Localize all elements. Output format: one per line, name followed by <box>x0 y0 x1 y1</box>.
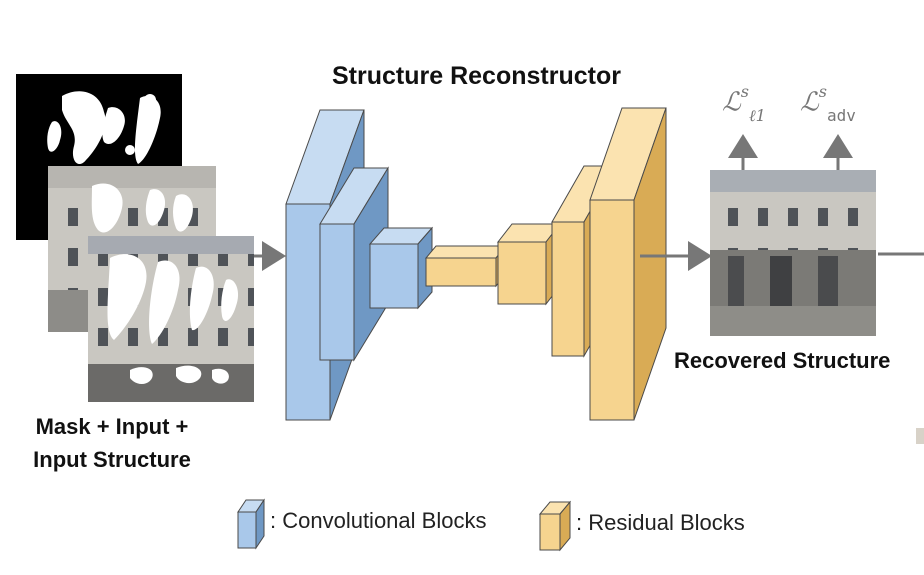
loss-l1-symbol: ℒ <box>722 87 741 118</box>
loss-adv-sup: s <box>818 82 827 101</box>
legend-conv-icon <box>237 498 265 550</box>
diagram-title: Structure Reconstructor <box>332 62 621 90</box>
conv-block-3 <box>368 226 434 310</box>
loss-adv-label: ℒs adv <box>800 82 856 125</box>
input-label-line-1: Mask + Input + <box>35 414 189 439</box>
legend-res-icon <box>538 500 572 552</box>
res-block-1 <box>424 244 508 288</box>
input-label: Mask + Input + Input Structure <box>12 410 212 476</box>
recovered-structure-image <box>710 170 876 336</box>
loss-l1-sub: ℓ1 <box>748 105 766 125</box>
loss-adv-symbol: ℒ <box>800 87 819 118</box>
legend-conv-label: : Convolutional Blocks <box>270 508 487 533</box>
masked-input-image <box>88 236 254 402</box>
loss-l1-sup: s <box>740 82 749 101</box>
legend-res-label: : Residual Blocks <box>576 510 745 535</box>
input-label-line-2: Input Structure <box>33 447 191 472</box>
output-label: Recovered Structure <box>674 348 891 373</box>
res-block-4 <box>589 107 667 421</box>
continuation-fragment <box>916 428 924 444</box>
loss-l1-label: ℒs ℓ1 <box>722 82 766 125</box>
loss-adv-sub: adv <box>826 105 856 125</box>
res-block-2 <box>496 222 562 306</box>
